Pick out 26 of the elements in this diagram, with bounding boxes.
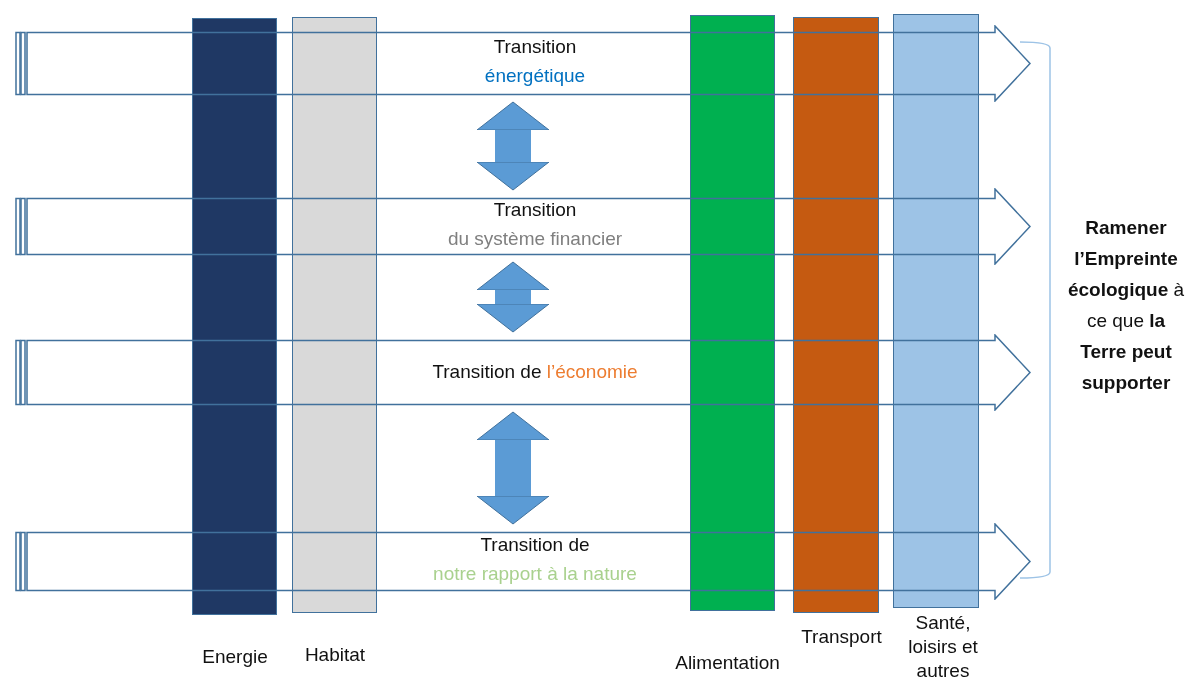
band-title: Transition (493, 36, 577, 57)
transition-arrow (15, 523, 1031, 600)
sector-bar (192, 18, 277, 615)
band-title: notre rapport à la nature (433, 563, 637, 584)
band-title: du système financier (447, 228, 623, 249)
band-title: énergétique (484, 65, 586, 86)
bar-label: Habitat (303, 643, 367, 667)
bar-label: Alimentation (674, 651, 781, 675)
bar-label: Transport (800, 625, 883, 649)
transition-arrow (15, 188, 1031, 265)
band-title: Transition de (480, 534, 590, 555)
band-title: Transition (493, 199, 577, 220)
bar-label: Energie (201, 645, 269, 669)
double-arrow (476, 261, 550, 333)
transition-arrow (15, 334, 1031, 411)
double-arrow (476, 101, 550, 191)
sector-bar (893, 14, 979, 608)
bar-label: Santé, loisirs et autres (907, 611, 979, 683)
sector-bar (292, 17, 377, 613)
band-title: Transition de (432, 361, 542, 382)
band-title: l’économie (546, 361, 638, 382)
sector-bar (690, 15, 775, 611)
double-arrow (476, 411, 550, 525)
transition-arrow (15, 25, 1031, 102)
goal-text: Ramener l’Empreinte écologique à ce que la Terre peut supporter (1066, 216, 1186, 395)
sector-bar (793, 17, 879, 613)
